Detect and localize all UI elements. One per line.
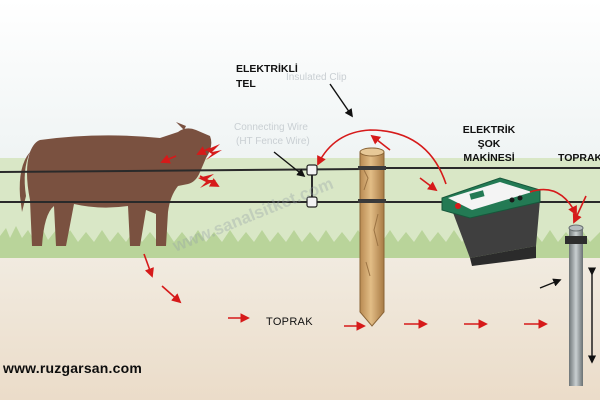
ground-rod-label: TOPRAK xyxy=(558,152,600,164)
fence-post xyxy=(358,147,386,327)
shock-machine xyxy=(441,177,541,266)
electric-wire-label: ELEKTRİKLİ TEL xyxy=(236,62,298,92)
website-label: www.ruzgarsan.com xyxy=(3,360,143,376)
shock-sparks xyxy=(198,144,222,188)
shock-machine-label-line1: ELEKTRİK xyxy=(462,124,516,136)
ground-rod xyxy=(565,224,587,386)
electric-wire-label-line2: TEL xyxy=(236,78,256,90)
shock-machine-label-line3: MAKİNESİ xyxy=(463,152,515,164)
electric-wire-label-line1: ELEKTRİKLİ xyxy=(236,63,298,75)
insulated-clip-text: Insulated Clip xyxy=(286,72,347,83)
ground-label: TOPRAK xyxy=(266,316,313,328)
insulator-top xyxy=(306,164,318,176)
shock-machine-label-line2: ŞOK xyxy=(477,138,501,150)
connecting-wire-text: Connecting Wire xyxy=(234,122,308,133)
shock-machine-label: ELEKTRİK ŞOK MAKİNESİ xyxy=(454,123,524,165)
label-pointers xyxy=(273,83,562,289)
soil xyxy=(0,258,600,400)
fence-wire-text: (HT Fence Wire) xyxy=(236,136,310,147)
grass xyxy=(0,226,600,262)
insulator-bottom xyxy=(306,196,318,208)
